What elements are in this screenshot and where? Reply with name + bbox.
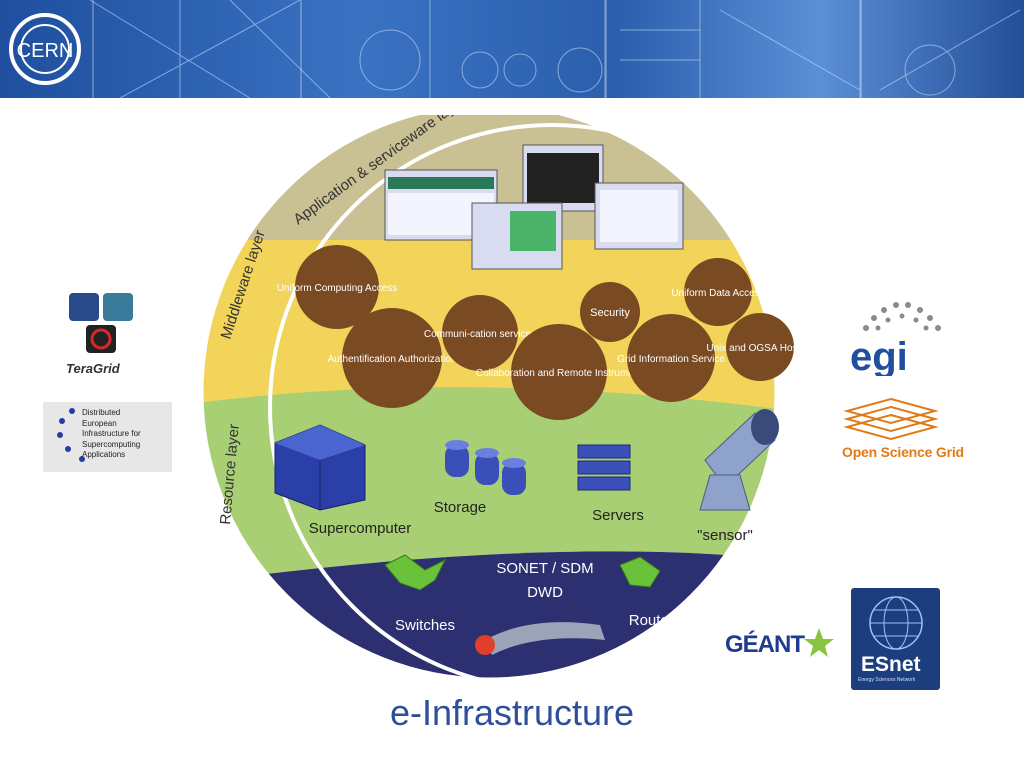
bubble-label: Grid Information Service <box>617 354 725 365</box>
bubble-label: Security <box>590 307 630 319</box>
bubble-uniform-computing-access <box>295 245 379 329</box>
deisa-line: European <box>82 418 117 428</box>
cern-logo: CERN <box>9 13 81 85</box>
cern-logo-text: CERN <box>17 40 74 62</box>
supercomputer-label: Supercomputer <box>309 520 412 537</box>
routers-label: Routers <box>629 612 682 629</box>
bubble-label: Uniform Computing Access <box>277 283 398 294</box>
page-caption: e-Infrastructure <box>389 692 635 733</box>
bubble-communication <box>442 295 518 371</box>
egi-logo: egi <box>850 302 941 376</box>
esnet-subtitle: Energy Sciences Network <box>858 677 916 683</box>
bubble-label: Collaboration and Remote Instrument <box>476 368 642 379</box>
fiber-cable-icon <box>475 622 605 655</box>
teragrid-logo <box>69 293 133 353</box>
deisa-line: Supercomputing <box>82 439 141 449</box>
osg-logo-icon <box>843 397 939 441</box>
telescope-icon <box>699 409 779 511</box>
geant-label: GÉANT <box>725 631 805 658</box>
egi-logo-text: egi <box>850 335 908 376</box>
servers-icon <box>577 444 631 491</box>
header-banner: CERN <box>0 0 1024 98</box>
deisa-stars-icon <box>57 408 85 462</box>
storage-icon <box>445 440 526 495</box>
bubble-label: Unix and OGSA Hosting <box>706 343 813 354</box>
bubble-label: Communi-cation services <box>424 329 536 340</box>
bubble-label: Uniform Data Access <box>671 288 764 299</box>
sensor-label: "sensor" <box>697 527 753 544</box>
bubble-grid-information <box>627 314 715 402</box>
deisa-line: Infrastructure for <box>82 429 141 438</box>
dwd-label: DWD <box>527 584 563 601</box>
storage-label: Storage <box>434 499 487 516</box>
bubble-uniform-data-access <box>684 258 752 326</box>
e-infrastructure-diagram: Application & serviceware layer Middlewa… <box>200 115 814 681</box>
deisa-logo <box>43 402 172 472</box>
switches-icon <box>384 554 447 591</box>
bubble-authentication <box>342 308 442 408</box>
application-windows <box>384 144 684 270</box>
bubble-collaboration <box>511 324 607 420</box>
servers-label: Servers <box>592 507 644 524</box>
supercomputer-icon <box>274 424 366 511</box>
bubble-label: Authentification Authorization <box>328 354 457 365</box>
esnet-label: ESnet <box>861 653 921 676</box>
esnet-logo <box>851 588 940 690</box>
banner-art <box>89 0 1021 98</box>
teragrid-label: TeraGrid <box>66 361 120 376</box>
middleware-bubbles: Uniform Computing Access Authentificatio… <box>277 245 814 420</box>
deisa-line: Applications <box>82 450 126 459</box>
deisa-line: Distributed <box>82 408 121 417</box>
geant-star-icon <box>804 628 834 657</box>
bubble-security <box>580 282 640 342</box>
osg-label: Open Science Grid <box>842 444 964 460</box>
bubble-unix-ogsa <box>726 313 794 381</box>
switches-label: Switches <box>395 617 455 634</box>
esnet-globe-icon <box>869 596 923 650</box>
routers-icon <box>619 556 661 588</box>
deisa-text: Distributed European Infrastructure for … <box>82 408 141 461</box>
sonet-label: SONET / SDM <box>496 560 593 577</box>
